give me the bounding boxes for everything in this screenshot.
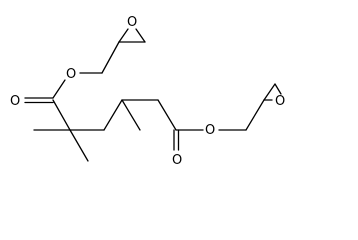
bond-epoxide-left-c2-o [135, 28, 146, 43]
epoxide-ring-left [118, 28, 146, 43]
skeletal-formula: O O O O O O [10, 15, 285, 168]
atom-label-epoxide-oxygen-right: O [275, 94, 285, 109]
ester-group-left [24, 79, 71, 131]
bond-gem-methyl-2 [69, 129, 89, 162]
bond-methine-methyl [121, 99, 141, 131]
glycidyl-linker-right [245, 99, 265, 131]
glycidyl-linker-left [79, 41, 120, 74]
bond-ch2-methine [103, 99, 123, 131]
bond-ch2-carbonyl-right [157, 99, 177, 131]
atom-label-ester-oxygen-left: O [66, 67, 76, 82]
atom-label-ester-oxygen-right: O [205, 123, 215, 138]
bond-ch2-epoxide-right [245, 99, 265, 131]
epoxide-ring-right [263, 83, 282, 101]
bond-carbonyl-left-quaternary [52, 99, 71, 131]
ester-group-right [173, 129, 247, 151]
bond-epoxide-left-ch2 [101, 41, 120, 74]
atom-label-epoxide-oxygen-left: O [127, 15, 137, 30]
atom-label-carbonyl-oxygen-left: O [10, 94, 20, 109]
bond-epoxide-right-c2-o [274, 83, 282, 95]
bond-epoxide-left-c1-o [118, 28, 129, 43]
atom-label-carbonyl-oxygen-right: O [172, 153, 182, 168]
bond-epoxide-right-c1-c2 [263, 83, 276, 101]
structure-canvas: O O O O O O [10, 15, 285, 168]
main-chain [33, 99, 177, 162]
bond-ester-oxygen-left-carbonyl [52, 79, 66, 99]
